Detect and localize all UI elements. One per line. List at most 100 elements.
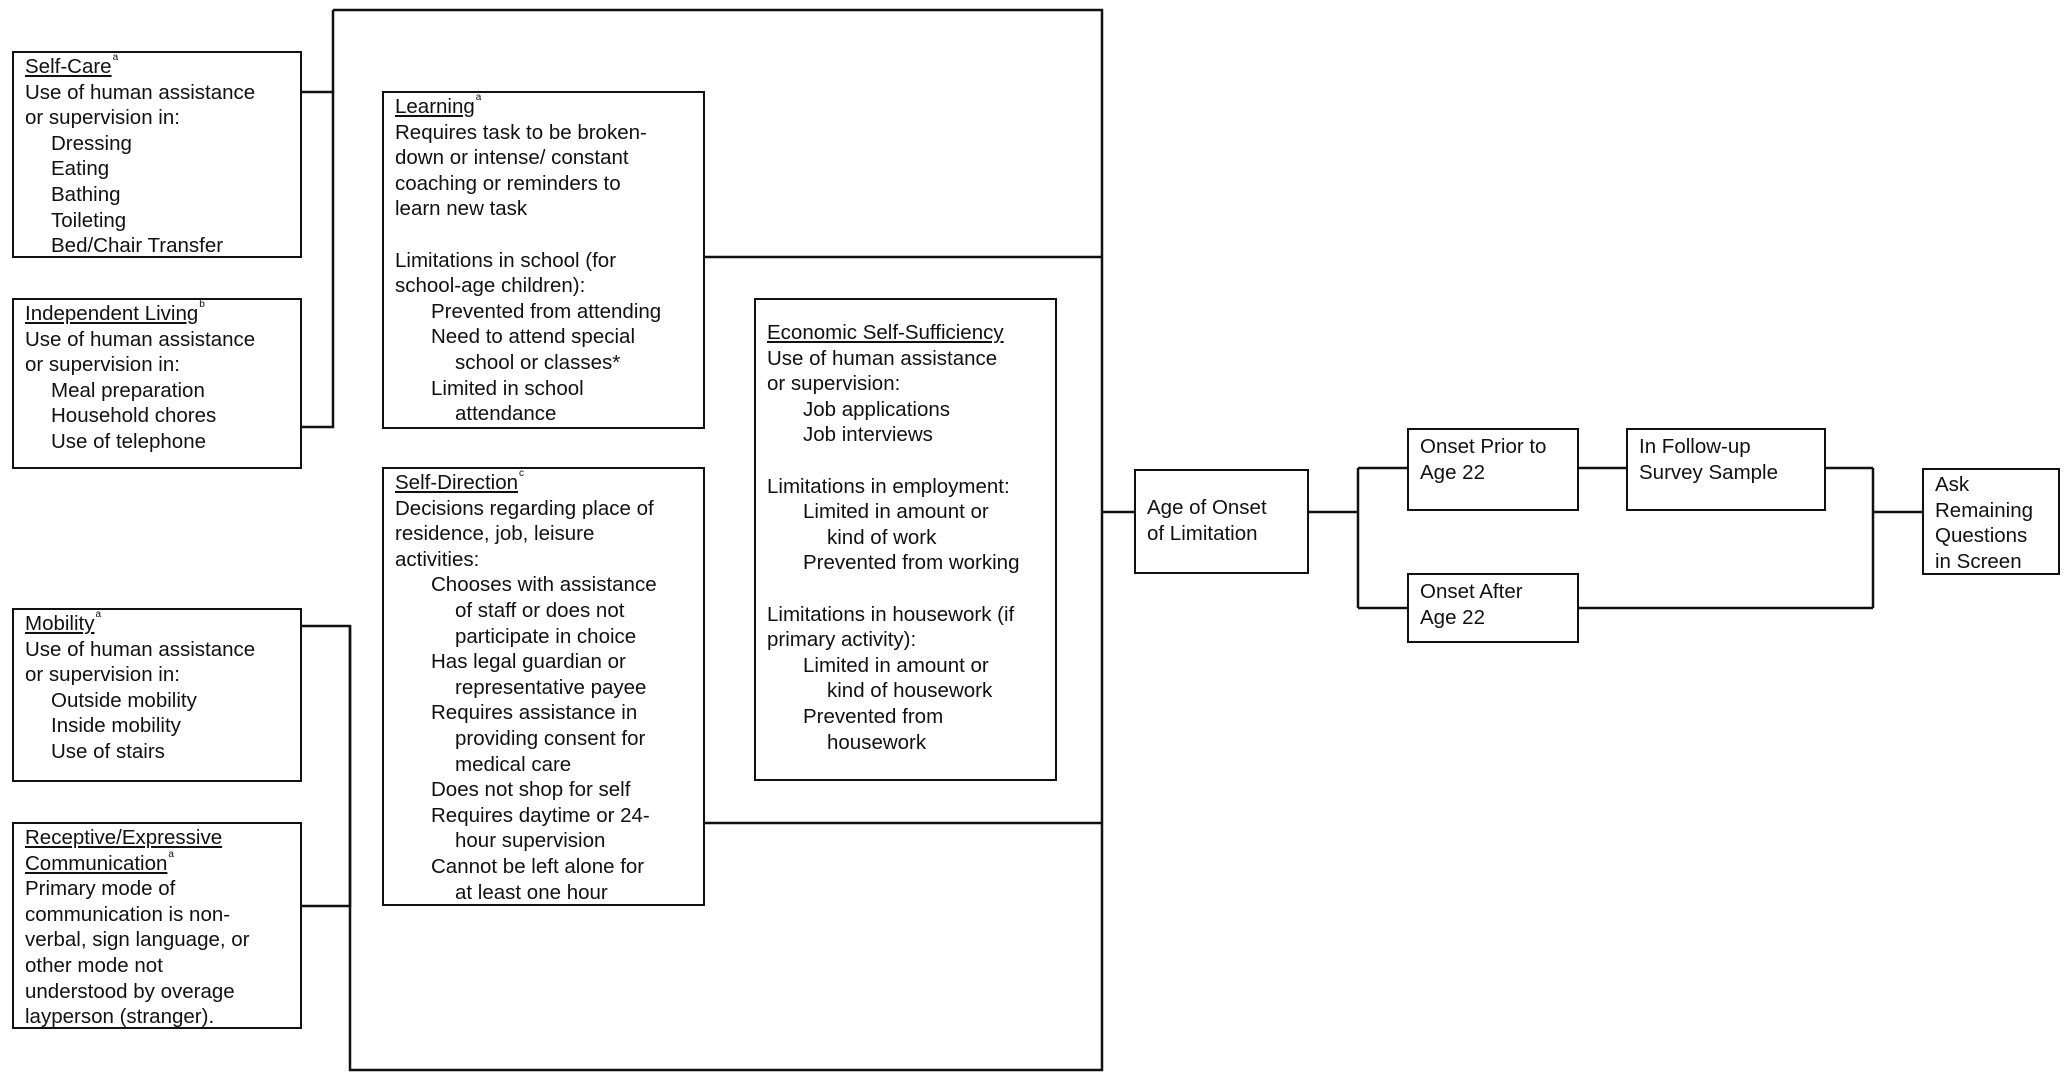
communication-title-line2: Communication — [25, 851, 168, 875]
communication-line: Primary mode of — [25, 877, 176, 901]
economic-title: Economic Self-Sufficiency — [767, 321, 1004, 344]
group-frame — [333, 8, 1104, 1072]
economic-housework-heading: primary activity): — [767, 628, 917, 652]
economic-housework-item: Limited in amount or — [803, 653, 989, 677]
learning-line: coaching or reminders to — [395, 171, 621, 195]
learning-item: Prevented from attending — [431, 299, 662, 323]
communication-title-line1: Receptive/Expressive — [25, 826, 223, 849]
spacer — [395, 222, 692, 248]
learning-item: Need to attend special — [431, 325, 635, 349]
independent-living-item: Use of telephone — [51, 429, 207, 453]
self-care-footnote-mark: a — [112, 52, 119, 63]
upper-bracket — [302, 90, 335, 429]
learning-line: Requires task to be broken- — [395, 120, 647, 144]
onset-prior-line: Onset Prior to — [1420, 435, 1547, 458]
economic-housework-heading: Limitations in housework (if — [767, 602, 1015, 626]
independent-living-footnote-mark: b — [199, 299, 205, 310]
self-direction-item: Chooses with assistance — [431, 573, 657, 597]
self-direction-line: residence, job, leisure — [395, 522, 595, 546]
follow-up-line: Survey Sample — [1639, 460, 1779, 484]
learning-line: down or intense/ constant — [395, 146, 629, 170]
communication-line: communication is non- — [25, 902, 231, 926]
lower-bracket — [302, 624, 352, 908]
economic-line: or supervision: — [767, 372, 901, 396]
self-direction-item: Does not shop for self — [431, 778, 631, 802]
mobility-title: Mobility — [25, 612, 95, 635]
self-direction-item-cont: of staff or does not — [455, 598, 625, 622]
self-direction-item: Requires daytime or 24- — [431, 803, 650, 827]
self-care-item: Bed/Chair Transfer — [51, 234, 224, 258]
communication-line: understood by overage — [25, 979, 235, 1003]
independent-living-title: Independent Living — [25, 302, 199, 325]
learning-line: learn new task — [395, 197, 528, 221]
self-care-item: Bathing — [51, 182, 121, 206]
economic-line: Use of human assistance — [767, 346, 998, 370]
learning-item-cont: school or classes* — [455, 350, 621, 374]
self-direction-title: Self-Direction — [395, 471, 519, 494]
communication-footnote-mark: a — [168, 848, 174, 860]
communication-box: Receptive/Expressive Communicationa Prim… — [12, 822, 302, 1029]
self-direction-item-cont: medical care — [455, 752, 572, 776]
self-direction-item-cont: representative payee — [455, 675, 647, 699]
economic-employment-item: Limited in amount or — [803, 500, 989, 524]
mobility-footnote-mark: a — [95, 609, 102, 620]
economic-employment-item: Prevented from working — [803, 551, 1020, 575]
self-direction-item: Requires assistance in — [431, 701, 638, 725]
mobility-item: Use of stairs — [51, 739, 165, 763]
learning-box: Learninga Requires task to be broken- do… — [382, 91, 705, 429]
follow-up-line: In Follow-up — [1639, 435, 1751, 458]
age-of-onset-line: Age of Onset — [1147, 496, 1267, 519]
self-direction-item-cont: participate in choice — [455, 624, 637, 648]
communication-line: verbal, sign language, or — [25, 928, 250, 952]
communication-line: other mode not — [25, 953, 163, 977]
self-direction-line: activities: — [395, 547, 480, 571]
ask-remaining-line: in Screen — [1935, 549, 2022, 573]
ask-remaining-box: Ask Remaining Questions in Screen — [1922, 468, 2060, 575]
self-direction-item: Cannot be left alone for — [431, 854, 645, 878]
learning-title: Learning — [395, 95, 475, 118]
mobility-line: Use of human assistance — [25, 637, 256, 661]
ask-remaining-line: Questions — [1935, 524, 2028, 548]
economic-employment-item-cont: kind of work — [827, 525, 937, 549]
self-care-line: or supervision in: — [25, 106, 180, 130]
onset-prior-box: Onset Prior to Age 22 — [1407, 428, 1579, 511]
mobility-line: or supervision in: — [25, 663, 180, 687]
mobility-item: Outside mobility — [51, 688, 197, 712]
independent-living-item: Meal preparation — [51, 378, 205, 402]
self-direction-item-cont: at least one hour — [455, 880, 608, 904]
learning-school-line: Limitations in school (for — [395, 248, 617, 272]
self-direction-line: Decisions regarding place of — [395, 496, 654, 520]
communication-line: layperson (stranger). — [25, 1005, 215, 1029]
self-direction-footnote-mark: c — [519, 468, 525, 479]
onset-after-line: Age 22 — [1420, 605, 1485, 629]
self-care-item: Dressing — [51, 131, 132, 155]
independent-living-item: Household chores — [51, 404, 217, 428]
learning-footnote-mark: a — [475, 92, 482, 103]
mobility-box: Mobilitya Use of human assistance or sup… — [12, 608, 302, 782]
onset-prior-line: Age 22 — [1420, 460, 1485, 484]
economic-housework-item-cont: housework — [827, 730, 927, 754]
onset-after-box: Onset After Age 22 — [1407, 573, 1579, 643]
learning-item-cont: attendance — [455, 402, 557, 426]
self-direction-item-cont: providing consent for — [455, 726, 646, 750]
self-direction-box: Self-Directionc Decisions regarding plac… — [382, 467, 705, 906]
self-care-item: Toileting — [51, 208, 127, 232]
economic-housework-item-cont: kind of housework — [827, 679, 993, 703]
onset-after-line: Onset After — [1420, 580, 1523, 603]
economic-item: Job interviews — [803, 423, 933, 447]
follow-up-box: In Follow-up Survey Sample — [1626, 428, 1826, 511]
independent-living-line: or supervision in: — [25, 353, 180, 377]
learning-school-line: school-age children): — [395, 274, 586, 298]
economic-housework-item: Prevented from — [803, 704, 944, 728]
ask-remaining-line: Remaining — [1935, 498, 2033, 522]
self-care-box: Self-Carea Use of human assistance or su… — [12, 51, 302, 258]
self-care-line: Use of human assistance — [25, 80, 256, 104]
self-direction-item: Has legal guardian or — [431, 650, 626, 674]
spacer — [767, 448, 1044, 474]
age-of-onset-box: Age of Onset of Limitation — [1134, 469, 1309, 574]
self-care-item: Eating — [51, 157, 110, 181]
independent-living-line: Use of human assistance — [25, 327, 256, 351]
self-direction-item-cont: hour supervision — [455, 829, 606, 853]
